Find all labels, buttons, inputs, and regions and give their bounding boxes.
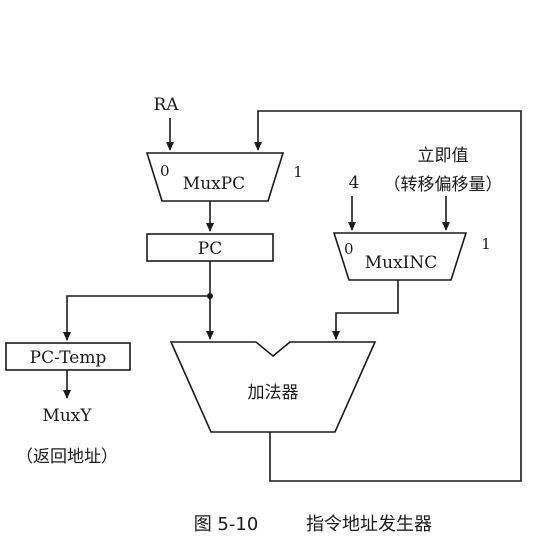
feedback-loop-wire (254, 110, 522, 482)
pc-temp-label: PC-Temp (30, 348, 107, 368)
pc-temp-register (5, 342, 131, 371)
muxpc-input0-label: 0 (160, 162, 170, 180)
figure-title: 指令地址发生器 (306, 514, 432, 535)
muxinc-block (332, 232, 468, 281)
figure-number: 图 5-10 (194, 514, 259, 535)
return-address-label: （返回地址） (16, 447, 118, 467)
muxpc-input1-label: 1 (293, 163, 303, 181)
ra-label: RA (153, 95, 179, 115)
muxpc-label: MuxPC (183, 174, 245, 194)
branch-offset-label: （转移偏移量） (384, 175, 503, 195)
muxinc-to-adder-wire (332, 280, 399, 340)
const-four-label: 4 (349, 173, 360, 193)
adder-block (169, 341, 377, 433)
muxpc-block (145, 152, 285, 202)
muxy-label: MuxY (42, 406, 92, 426)
pc-to-pctemp-wire (63, 295, 210, 341)
muxinc-input0-label: 0 (344, 240, 354, 258)
muxinc-label: MuxINC (365, 253, 438, 273)
immediate-value-label: 立即值 (418, 146, 469, 166)
adder-label: 加法器 (248, 383, 299, 403)
muxinc-input1-label: 1 (481, 235, 491, 253)
pc-label: PC (198, 239, 222, 259)
